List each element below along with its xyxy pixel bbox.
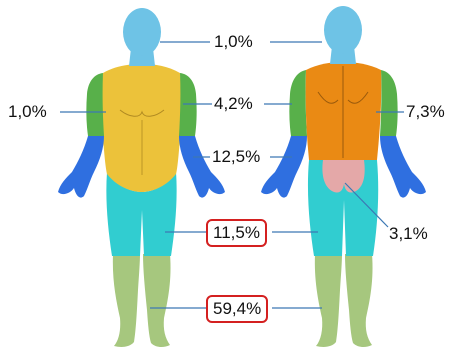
label-lower-leg-foot: 59,4% [206,295,268,323]
front-upper-arm-left [86,73,104,136]
back-forearm-right [380,136,426,198]
back-forearm-left [261,136,307,198]
back-head [324,6,362,54]
front-head [123,8,161,56]
back-upper-arm-left [289,70,307,136]
front-forearm-left [58,136,104,198]
label-forearm-hand: 12,5% [212,147,260,167]
back-upper-arm-right [380,70,398,136]
label-neck: 1,0% [8,102,47,122]
front-figure [58,8,225,347]
front-lower-leg-right [143,254,171,347]
front-lower-leg-left [113,254,140,347]
label-head: 1,0% [214,32,253,52]
back-lower-leg-right [345,254,373,347]
back-lower-leg-left [315,254,342,347]
front-torso [101,64,181,192]
label-upper-back: 7,3% [406,102,445,122]
label-upper-arm: 4,2% [214,94,253,114]
label-buttocks: 3,1% [389,224,428,244]
label-thigh: 11,5% [206,219,267,247]
back-figure [261,6,426,347]
